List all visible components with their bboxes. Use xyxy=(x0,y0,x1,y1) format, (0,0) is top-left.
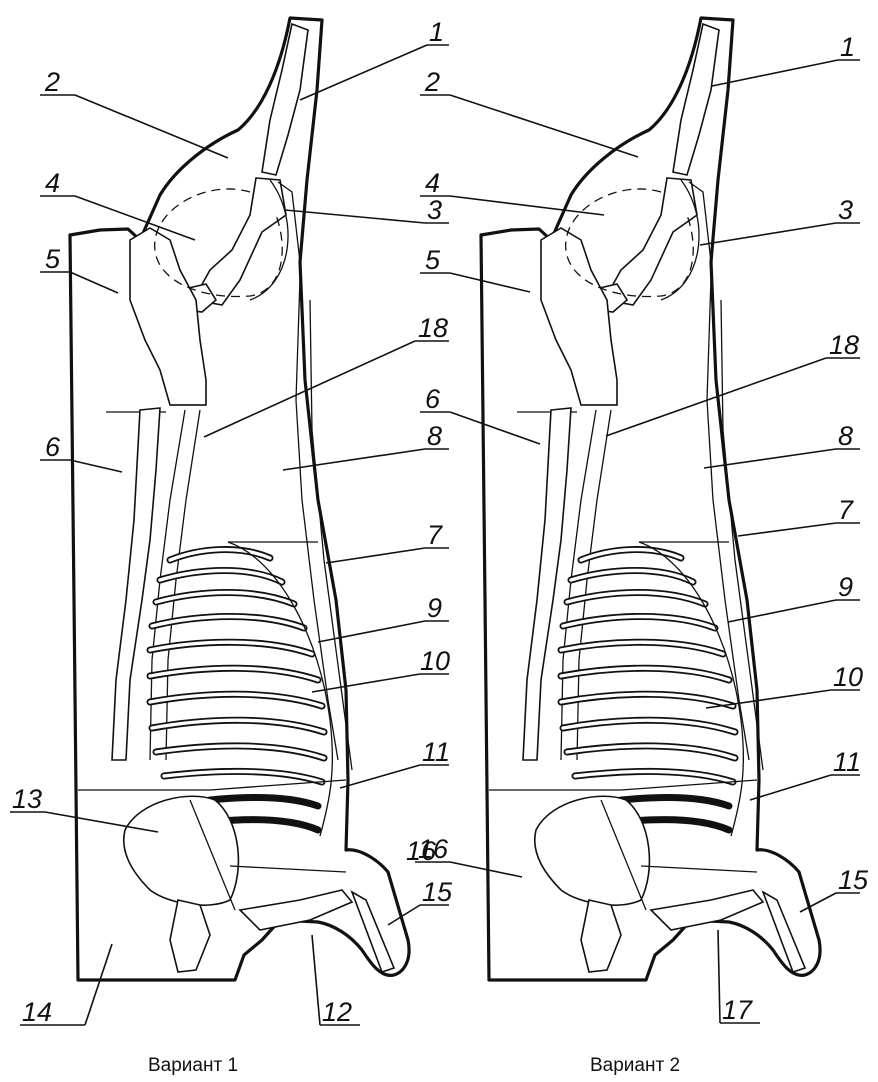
label-15: 15 xyxy=(422,877,453,907)
label-18: 18 xyxy=(418,313,448,343)
label-6: 6 xyxy=(425,384,441,414)
label-2: 2 xyxy=(44,67,60,97)
label-4: 4 xyxy=(425,168,440,198)
caption-variant-1: Вариант 1 xyxy=(148,1055,238,1076)
label-3: 3 xyxy=(427,195,442,225)
label-15: 15 xyxy=(838,865,869,895)
label-10: 10 xyxy=(420,646,450,676)
label-4: 4 xyxy=(45,168,60,198)
label-7: 7 xyxy=(427,520,443,550)
label-11: 11 xyxy=(833,747,861,777)
label-5: 5 xyxy=(425,245,441,275)
carcass-variant-1-drawing xyxy=(70,18,409,980)
label-14: 14 xyxy=(22,997,52,1027)
label-18: 18 xyxy=(829,330,859,360)
label-3: 3 xyxy=(838,195,853,225)
label-13: 13 xyxy=(12,784,42,814)
label-11: 11 xyxy=(422,737,450,767)
label-5: 5 xyxy=(45,244,61,274)
label-1: 1 xyxy=(840,32,855,62)
carcass-variant-2-drawing xyxy=(481,18,820,980)
label-1: 1 xyxy=(429,17,444,47)
label-6: 6 xyxy=(45,432,61,462)
label-12: 12 xyxy=(322,997,352,1027)
label-16: 16 xyxy=(418,834,449,864)
caption-variant-2: Вариант 2 xyxy=(590,1055,680,1076)
label-9: 9 xyxy=(427,593,442,623)
label-8: 8 xyxy=(838,421,853,451)
label-8: 8 xyxy=(427,421,442,451)
label-17: 17 xyxy=(722,995,753,1025)
label-7: 7 xyxy=(838,495,854,525)
label-10: 10 xyxy=(833,662,863,692)
label-2: 2 xyxy=(424,67,440,97)
label-9: 9 xyxy=(838,572,853,602)
